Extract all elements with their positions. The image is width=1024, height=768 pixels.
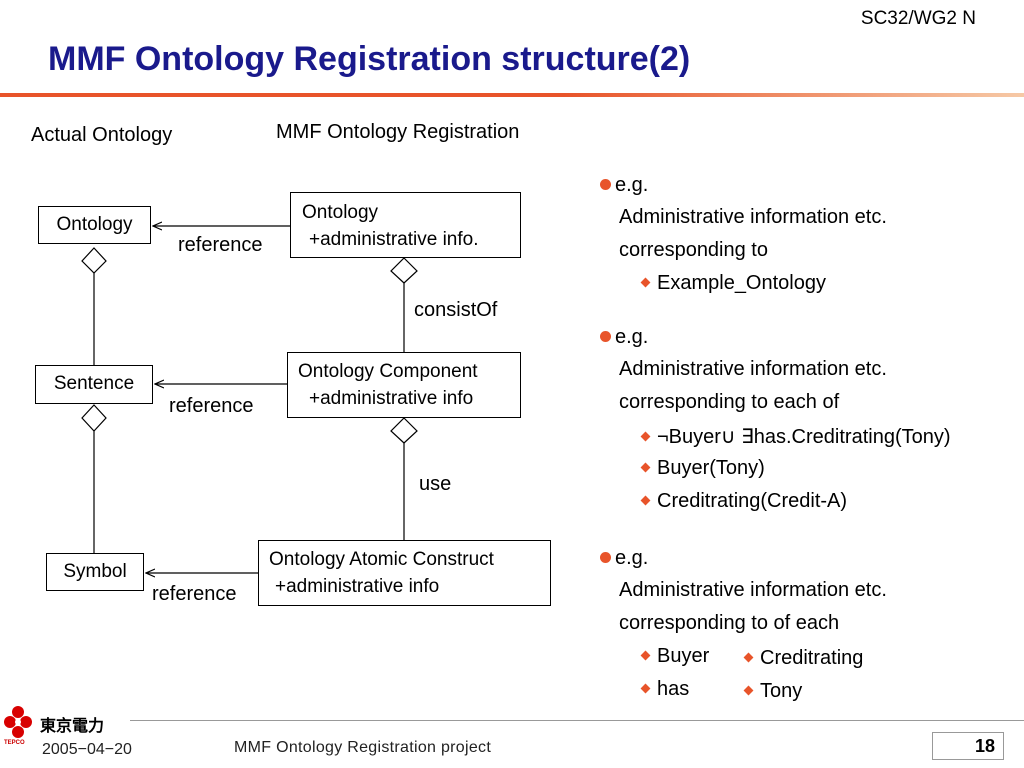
mmf-ontology-box: Ontology +administrative info. (290, 192, 521, 258)
sentence-box-label: Sentence (53, 373, 135, 394)
bullet-diamond-icon (743, 685, 754, 696)
ontology-atomic-construct-admin-label: +administrative info (275, 576, 440, 597)
bullet-diamond-icon (640, 431, 651, 442)
note-3-eg: e.g. (600, 547, 648, 570)
title-divider (0, 93, 1024, 97)
consistof-label: consistOf (414, 299, 498, 321)
ontology-box: Ontology (38, 206, 151, 244)
note-2-item-3-text: Creditrating(Credit-A) (657, 490, 848, 512)
note-2-item-1: ¬Buyer∪ ∃has.Creditrating(Tony) (640, 424, 951, 449)
sentence-box: Sentence (35, 365, 153, 404)
bullet-dot-icon (600, 179, 611, 190)
note-2-item-2: Buyer(Tony) (640, 457, 765, 480)
mmf-registration-heading: MMF Ontology Registration (276, 121, 520, 143)
note-3-item-tony-text: Tony (760, 680, 803, 702)
mmf-ontology-admin-label: +administrative info. (309, 229, 479, 250)
mmf-component-composition-diamond (390, 417, 418, 444)
ontology-component-admin-label: +administrative info (309, 388, 474, 409)
slide-title: MMF Ontology Registration structure(2) (48, 40, 691, 78)
use-label: use (419, 473, 452, 495)
reference-label-3: reference (152, 583, 237, 605)
footer-divider (130, 720, 1024, 721)
note-2-item-2-text: Buyer(Tony) (657, 457, 765, 479)
footer-date: 2005−04−20 (42, 741, 132, 758)
ontology-box-label: Ontology (56, 214, 133, 235)
note-1-item-1-text: Example_Ontology (657, 272, 826, 294)
note-3-item-buyer: Buyer (640, 645, 710, 668)
document-id: SC32/WG2 N (860, 8, 976, 29)
bullet-dot-icon (600, 331, 611, 342)
mmf-ontology-composition-diamond (390, 257, 418, 284)
page-number-box: 18 (932, 732, 1004, 760)
note-2-eg-text: e.g. (615, 326, 649, 348)
sentence-composition-diamond (81, 404, 107, 432)
page-number: 18 (974, 736, 995, 756)
note-1-eg: e.g. (600, 174, 648, 197)
bullet-dot-icon (600, 552, 611, 563)
note-1-line1: Administrative information etc. (619, 206, 887, 228)
ontology-atomic-construct-box: Ontology Atomic Construct +administrativ… (258, 540, 551, 606)
note-2-eg: e.g. (600, 326, 648, 349)
symbol-box: Symbol (46, 553, 144, 591)
note-1-line2: corresponding to (619, 239, 768, 261)
note-3-item-buyer-text: Buyer (657, 645, 710, 667)
tepco-logo-icon (4, 706, 32, 738)
ontology-component-box: Ontology Component +administrative info (287, 352, 521, 418)
note-1-item-1: Example_Ontology (640, 272, 826, 295)
diagram-connectors (81, 0, 418, 620)
note-3-line2: corresponding to of each (619, 612, 840, 634)
actual-ontology-heading: Actual Ontology (31, 124, 173, 146)
note-2-line2: corresponding to each of (619, 391, 840, 413)
ontology-atomic-construct-label: Ontology Atomic Construct (269, 549, 494, 570)
bullet-diamond-icon (640, 650, 651, 661)
mmf-ontology-label: Ontology (302, 202, 379, 223)
bullet-diamond-icon (743, 652, 754, 663)
note-3-line1: Administrative information etc. (619, 579, 887, 601)
note-2-item-1-text: ¬Buyer∪ ∃has.Creditrating(Tony) (657, 426, 951, 448)
note-3-eg-text: e.g. (615, 547, 649, 569)
symbol-box-label: Symbol (63, 561, 127, 582)
footer-project-name: MMF Ontology Registration project (234, 739, 492, 756)
note-3-item-tony: Tony (743, 680, 803, 703)
note-3-item-creditrating: Creditrating (743, 647, 864, 670)
note-2-item-3: Creditrating(Credit-A) (640, 490, 848, 513)
note-3-item-has: has (640, 678, 690, 701)
bullet-diamond-icon (640, 277, 651, 288)
note-1-eg-text: e.g. (615, 174, 649, 196)
company-logo-text: 東京電力 (40, 718, 105, 735)
bullet-diamond-icon (640, 683, 651, 694)
ontology-composition-diamond (81, 247, 107, 274)
reference-label-2: reference (169, 395, 254, 417)
company-logo-subtext: TEPCO (4, 740, 25, 746)
bullet-diamond-icon (640, 462, 651, 473)
note-3-item-creditrating-text: Creditrating (760, 647, 864, 669)
bullet-diamond-icon (640, 495, 651, 506)
reference-label-1: reference (178, 234, 263, 256)
note-3-item-has-text: has (657, 678, 690, 700)
note-2-line1: Administrative information etc. (619, 358, 887, 380)
ontology-component-label: Ontology Component (298, 361, 478, 382)
